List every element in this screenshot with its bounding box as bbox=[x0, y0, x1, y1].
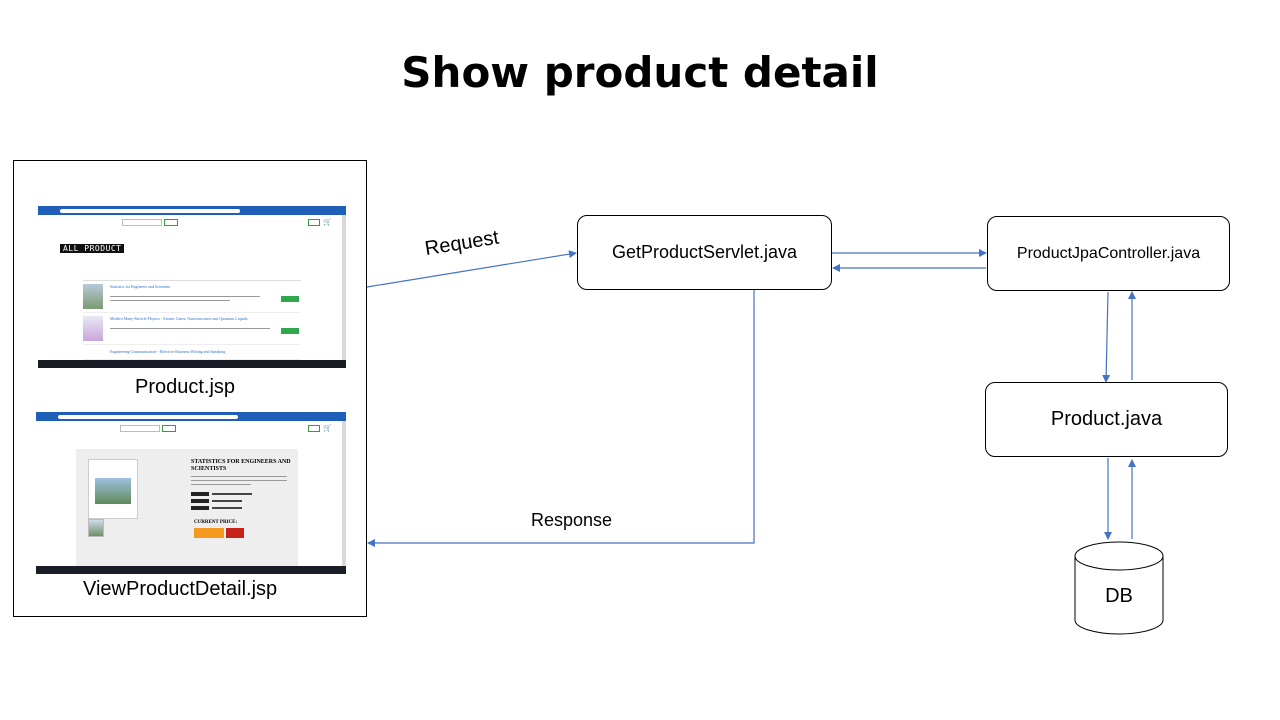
search-input bbox=[120, 425, 160, 432]
publisher-value bbox=[212, 507, 242, 509]
product-jsp-caption: Product.jsp bbox=[135, 376, 236, 398]
add-to-cart-button bbox=[281, 296, 299, 302]
description-line bbox=[110, 328, 270, 329]
product-row: Engineering Communication - Effective Bu… bbox=[83, 347, 301, 360]
author-value bbox=[212, 500, 242, 502]
taskbar bbox=[38, 360, 346, 368]
search-button bbox=[164, 219, 178, 226]
taskbar bbox=[36, 566, 346, 574]
login-button bbox=[308, 219, 320, 226]
description-line bbox=[191, 480, 287, 481]
add-to-cart-button bbox=[194, 528, 224, 538]
product-row: Statistics for Engineers and Scientists bbox=[83, 282, 301, 313]
product-table-header bbox=[83, 274, 301, 281]
site-navbar: 🛒 bbox=[42, 218, 336, 226]
cart-icon: 🛒 bbox=[323, 424, 332, 432]
scrollbar bbox=[342, 421, 346, 566]
current-price: CURRENT PRICE: bbox=[194, 520, 237, 525]
publisher-tag bbox=[191, 506, 209, 510]
login-button bbox=[308, 425, 320, 432]
detail-jsp-screenshot: 🛒 STATISTICS FOR ENGINEERS AND SCIENTIST… bbox=[36, 412, 346, 574]
category-tag bbox=[191, 492, 209, 496]
description-line bbox=[110, 296, 260, 297]
response-label: Response bbox=[531, 510, 613, 530]
servlet-node: GetProductServlet.java bbox=[577, 215, 832, 290]
book-cover-thumbnail bbox=[83, 284, 103, 309]
address-bar bbox=[58, 415, 238, 419]
scrollbar bbox=[342, 215, 346, 360]
category-value bbox=[212, 493, 252, 495]
detail-book-title: STATISTICS FOR ENGINEERS AND SCIENTISTS bbox=[191, 459, 291, 472]
description-line bbox=[191, 484, 251, 485]
back-button bbox=[226, 528, 244, 538]
page-title: Show product detail bbox=[401, 48, 879, 97]
address-bar bbox=[60, 209, 240, 213]
author-tag bbox=[191, 499, 209, 503]
db-cylinder-icon bbox=[1074, 541, 1164, 635]
model-node: Product.java bbox=[985, 382, 1228, 457]
controller-node: ProductJpaController.java bbox=[987, 216, 1230, 291]
controller-to-model-arrow bbox=[1102, 291, 1111, 383]
request-arrow bbox=[366, 250, 577, 288]
add-to-cart-button bbox=[281, 328, 299, 334]
description-line bbox=[191, 476, 287, 477]
search-button bbox=[162, 425, 176, 432]
book-cover-image bbox=[88, 459, 138, 519]
product-name: Statistics for Engineers and Scientists bbox=[110, 284, 171, 289]
detail-jsp-caption: ViewProductDetail.jsp bbox=[83, 578, 278, 600]
response-arrow bbox=[367, 290, 755, 547]
all-product-heading: ALL PRODUCT bbox=[60, 244, 125, 253]
product-detail-card: STATISTICS FOR ENGINEERS AND SCIENTISTS … bbox=[76, 449, 298, 566]
product-name: Engineering Communication - Effective Bu… bbox=[110, 349, 226, 354]
db-label: DB bbox=[1105, 585, 1133, 607]
cart-icon: 🛒 bbox=[323, 218, 332, 226]
search-input bbox=[122, 219, 162, 226]
product-row: Modern Many-Particle Physics - Atomic Ga… bbox=[83, 314, 301, 345]
price-label: CURRENT PRICE: bbox=[194, 520, 238, 525]
jsp-panel: 🛒 ALL PRODUCT Statistics for Engineers a… bbox=[13, 160, 367, 617]
site-navbar: 🛒 bbox=[40, 424, 336, 432]
book-cover-thumbnail bbox=[83, 316, 103, 341]
description-line bbox=[110, 300, 230, 301]
product-name: Modern Many-Particle Physics - Atomic Ga… bbox=[110, 316, 248, 321]
cover-thumbnail bbox=[88, 519, 104, 537]
product-jsp-screenshot: 🛒 ALL PRODUCT Statistics for Engineers a… bbox=[38, 206, 346, 368]
cover-artwork bbox=[95, 478, 131, 504]
